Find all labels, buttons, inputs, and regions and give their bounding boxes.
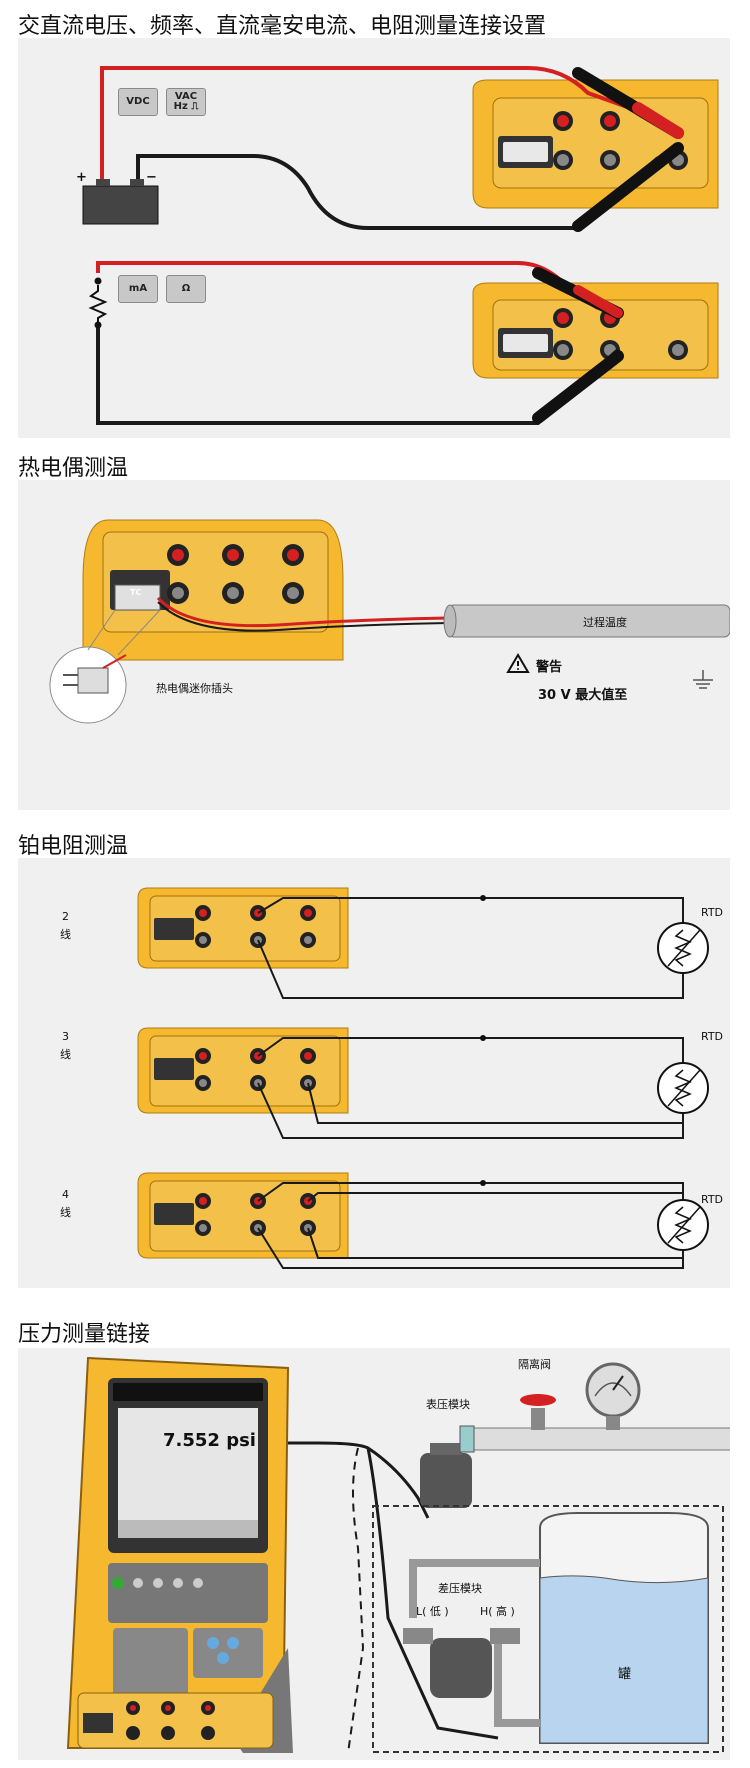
- vac-hz-button: VAC Hz ⎍: [166, 88, 206, 116]
- warning-label: 警告: [536, 660, 563, 675]
- voltage-diagram: [82, 66, 719, 425]
- tc-label: TC: [130, 588, 142, 597]
- thermocouple-diagram: [49, 519, 730, 724]
- rtd-row3-unit: 线: [60, 1206, 71, 1219]
- battery-plus: +: [76, 170, 87, 185]
- gauge-module-label: 表压模块: [426, 1398, 470, 1411]
- section-title-pressure: 压力测量链接: [18, 1322, 151, 1347]
- thermocouple-diagram-panel: TC 过程温度 热电偶迷你插头 警告 30 V 最大值至: [18, 480, 730, 810]
- low-port-label: L( 低 ): [416, 1605, 449, 1618]
- rtd-diagram-panel: 2 线 RTD 3 线 RTD 4 线 RTD: [18, 858, 730, 1288]
- vac-label: VAC: [174, 91, 198, 102]
- meter-rtd-4wire: [137, 1172, 349, 1259]
- temperature-probe: [443, 604, 730, 638]
- plug-label: 热电偶迷你插头: [156, 682, 233, 695]
- warning-detail: 30 V 最大值至: [538, 688, 628, 703]
- rtd-symbol-2: [657, 1038, 709, 1138]
- rtd-row2-unit: 线: [60, 1048, 71, 1061]
- section-title-rtd: 铂电阻测温: [18, 834, 129, 859]
- rtd-row2-num: 3: [62, 1030, 69, 1043]
- pressure-gauge: [585, 1362, 641, 1430]
- diff-module-label: 差压模块: [438, 1582, 482, 1595]
- section-title-voltage: 交直流电压、频率、直流毫安电流、电阻测量连接设置: [18, 14, 547, 39]
- battery: [82, 179, 159, 225]
- meter-top-2: [472, 282, 719, 379]
- resistor: [88, 277, 108, 329]
- ground-icon: [693, 670, 713, 689]
- rtd-symbol-1: [657, 898, 709, 998]
- isolation-valve-label: 隔离阀: [518, 1358, 551, 1371]
- voltage-diagram-panel: VDC VAC Hz ⎍ + − mA Ω: [18, 38, 730, 438]
- tank-label: 罐: [618, 1667, 632, 1682]
- meter-rtd-2wire: [137, 887, 349, 969]
- hz-label: Hz ⎍: [173, 101, 199, 112]
- differential-pressure-module: [403, 1628, 520, 1698]
- gauge-pressure-module: [420, 1443, 472, 1508]
- plug-zoom-circle: [49, 609, 161, 724]
- rtd-row1-unit: 线: [60, 928, 71, 941]
- calibrator-device: [66, 1356, 293, 1753]
- rtd-row1-num: 2: [62, 910, 69, 923]
- section-title-thermocouple: 热电偶测温: [18, 456, 129, 481]
- rtd-row1-label: RTD: [701, 906, 724, 919]
- calibrator-display-value: 7.552 psi: [163, 1430, 256, 1451]
- high-port-label: H( 高 ): [480, 1605, 515, 1618]
- tc-mini-plug: [114, 584, 161, 611]
- rtd-row3-label: RTD: [701, 1193, 724, 1206]
- ma-button: mA: [118, 275, 158, 303]
- rtd-row2-label: RTD: [701, 1030, 724, 1043]
- vdc-button: VDC: [118, 88, 158, 116]
- warning-icon: [506, 653, 530, 673]
- rtd-row3-num: 4: [62, 1188, 69, 1201]
- isolation-valve: [520, 1394, 556, 1430]
- probe-label: 过程温度: [583, 616, 627, 629]
- tank: [539, 1512, 709, 1744]
- meter-rtd-3wire: [137, 1027, 349, 1114]
- pipe: [459, 1425, 730, 1453]
- battery-minus: −: [146, 170, 157, 185]
- rtd-diagram: [137, 887, 709, 1269]
- pressure-diagram: [66, 1356, 730, 1754]
- ohm-button: Ω: [166, 275, 206, 303]
- rtd-symbol-3: [657, 1199, 709, 1251]
- pressure-diagram-panel: 7.552 psi 表压模块 隔离阀 差压模块 L( 低 ) H( 高 ) 罐: [18, 1348, 730, 1760]
